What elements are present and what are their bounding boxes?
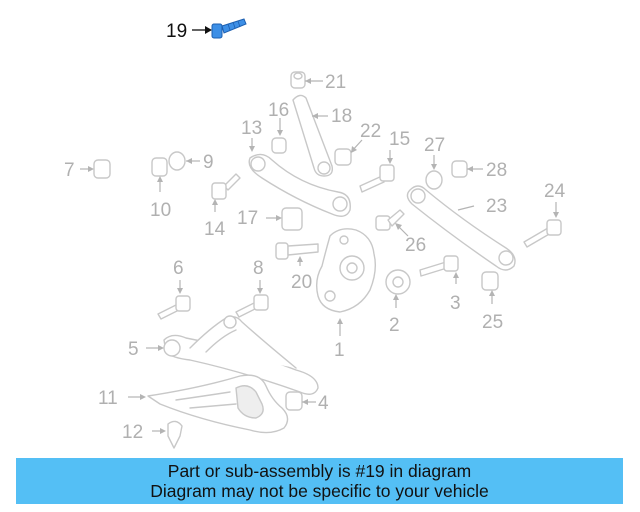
part-23-link[interactable] bbox=[406, 185, 516, 271]
part-13-control-arm[interactable] bbox=[248, 138, 351, 217]
callout-27: 27 bbox=[424, 135, 445, 156]
callout-6: 6 bbox=[173, 258, 184, 279]
callout-9: 9 bbox=[203, 152, 214, 173]
part-5-control-arm[interactable] bbox=[146, 315, 319, 395]
callout-5: 5 bbox=[128, 339, 139, 360]
part-12-clip[interactable] bbox=[152, 420, 183, 449]
info-banner: Part or sub-assembly is #19 in diagram D… bbox=[16, 458, 623, 504]
callout-20: 20 bbox=[291, 272, 312, 293]
part-15-bolt[interactable] bbox=[359, 150, 395, 193]
part-17-bushing[interactable] bbox=[266, 207, 303, 231]
callout-12: 12 bbox=[122, 422, 143, 443]
part-25-bushing[interactable] bbox=[481, 271, 499, 304]
callout-14: 14 bbox=[204, 219, 226, 240]
part-21-nut[interactable] bbox=[290, 71, 323, 89]
callout-24: 24 bbox=[544, 181, 566, 202]
part-26-bolt[interactable] bbox=[375, 209, 409, 237]
callout-23: 23 bbox=[486, 196, 507, 217]
part-28-nut[interactable] bbox=[451, 160, 483, 178]
callout-18: 18 bbox=[331, 106, 352, 127]
part-4-bushing[interactable] bbox=[285, 391, 316, 411]
part-22-nut[interactable] bbox=[334, 139, 363, 166]
part-20-bolt[interactable] bbox=[275, 242, 319, 266]
part-27-o-ring[interactable] bbox=[425, 155, 443, 190]
callout-16: 16 bbox=[268, 100, 289, 121]
callout-3: 3 bbox=[450, 293, 461, 314]
callout-19: 19 bbox=[166, 21, 187, 42]
part-24-bolt[interactable] bbox=[523, 202, 562, 248]
callout-15: 15 bbox=[389, 129, 410, 150]
part-9-washer[interactable] bbox=[168, 151, 200, 171]
part-6-bolt[interactable] bbox=[157, 280, 191, 320]
callout-22: 22 bbox=[360, 121, 381, 142]
callout-8: 8 bbox=[253, 258, 264, 279]
callout-4: 4 bbox=[318, 393, 329, 414]
part-14-bolt[interactable] bbox=[211, 173, 241, 212]
callout-1: 1 bbox=[334, 340, 345, 361]
part-2-bushing[interactable] bbox=[385, 269, 411, 308]
part-3-bolt[interactable] bbox=[419, 255, 459, 284]
callout-10: 10 bbox=[150, 200, 171, 221]
part-8-bolt[interactable] bbox=[235, 280, 269, 318]
callout-26: 26 bbox=[405, 235, 426, 256]
callout-25: 25 bbox=[482, 312, 503, 333]
callout-28: 28 bbox=[486, 160, 507, 181]
banner-line-part: Part or sub-assembly is #19 in diagram bbox=[167, 461, 472, 481]
part-11-shield[interactable] bbox=[128, 374, 289, 434]
part-7-nut[interactable] bbox=[80, 159, 111, 179]
part-10-nut[interactable] bbox=[151, 157, 168, 192]
callout-7: 7 bbox=[64, 160, 75, 181]
part-1-wheel-carrier[interactable] bbox=[315, 228, 377, 336]
banner-line-disclaimer: Diagram may not be specific to your vehi… bbox=[150, 481, 489, 501]
callout-13: 13 bbox=[241, 118, 262, 139]
callout-17: 17 bbox=[237, 208, 258, 229]
callout-11: 11 bbox=[98, 388, 118, 409]
part-19-bolt[interactable] bbox=[192, 18, 247, 39]
callout-2: 2 bbox=[389, 315, 400, 336]
callout-21: 21 bbox=[325, 72, 346, 93]
part-16-nut[interactable] bbox=[271, 118, 287, 154]
part-18-link[interactable] bbox=[292, 94, 334, 177]
